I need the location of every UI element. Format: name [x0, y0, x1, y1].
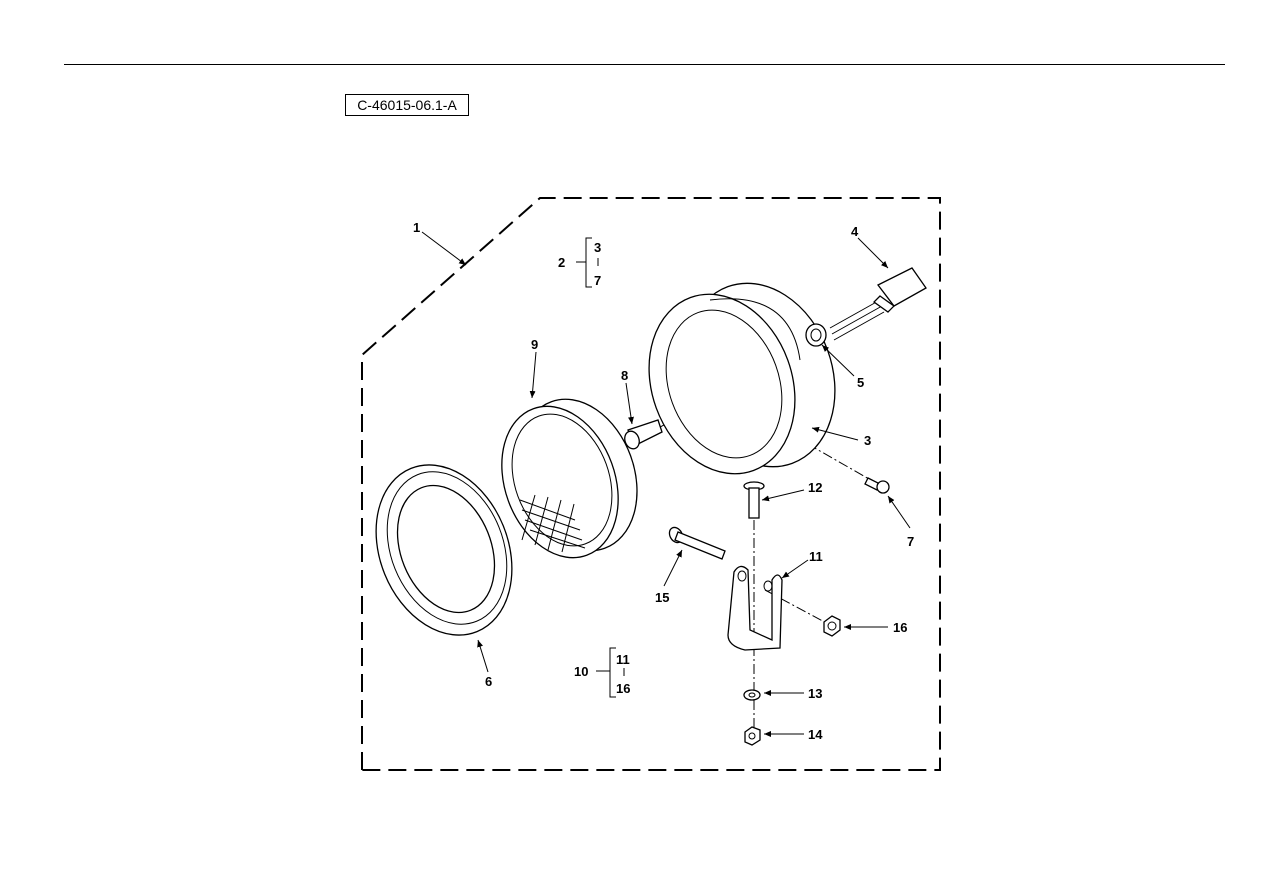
- callout-15: 15: [655, 590, 669, 605]
- sealed-beam-lamp-part: [501, 398, 638, 559]
- leader-1: [421, 231, 467, 266]
- leader-4: [857, 237, 889, 269]
- carriage-bolt-part: [743, 481, 765, 519]
- callout-9: 9: [531, 337, 538, 352]
- callout-6: 6: [485, 674, 492, 689]
- group-10-from: 11: [616, 652, 630, 667]
- nut-centerline: [764, 589, 831, 626]
- group-10-to: 16: [616, 681, 630, 696]
- leader-5: [821, 344, 855, 377]
- group-2-from: 3: [594, 240, 601, 255]
- callout-14: 14: [808, 727, 823, 742]
- group-2-to: 7: [594, 273, 601, 288]
- housing-part: [648, 282, 836, 475]
- callout-13: 13: [808, 686, 822, 701]
- callout-7: 7: [907, 534, 914, 549]
- callout-8: 8: [621, 368, 628, 383]
- screw-part: [864, 477, 890, 494]
- callout-3: 3: [864, 433, 871, 448]
- callout-1: 1: [413, 220, 420, 235]
- assembly-boundary: [361, 197, 941, 771]
- callout-11: 11: [809, 549, 823, 564]
- callout-12: 12: [808, 480, 822, 495]
- connector-part: [829, 267, 927, 341]
- header-rule: [64, 64, 1225, 65]
- leader-8: [625, 382, 634, 425]
- group-2-bracket: [576, 237, 592, 288]
- group-2-label: 2: [558, 255, 565, 270]
- callout-5: 5: [857, 375, 864, 390]
- leader-9: [529, 351, 537, 399]
- bracket-part: [727, 565, 783, 651]
- callout-16: 16: [893, 620, 907, 635]
- leader-15: [663, 549, 683, 587]
- nut-part: [823, 615, 841, 637]
- callout-4: 4: [851, 224, 859, 239]
- washer-part: [743, 689, 761, 701]
- screw-centerline: [791, 434, 877, 484]
- long-bolt-part: [668, 526, 726, 560]
- group-10-label: 10: [574, 664, 588, 679]
- leader-12: [761, 489, 805, 502]
- leader-11: [781, 559, 809, 579]
- socket-part: [624, 419, 663, 450]
- group-10-bracket: [596, 647, 616, 698]
- figure-id-label: C-46015-06.1-A: [345, 94, 469, 116]
- leader-6: [477, 639, 489, 673]
- lock-nut-part: [744, 726, 761, 746]
- grommet-part: [805, 323, 827, 347]
- leader-7: [887, 495, 911, 529]
- leader-3: [811, 426, 859, 441]
- retaining-ring-part: [375, 464, 513, 636]
